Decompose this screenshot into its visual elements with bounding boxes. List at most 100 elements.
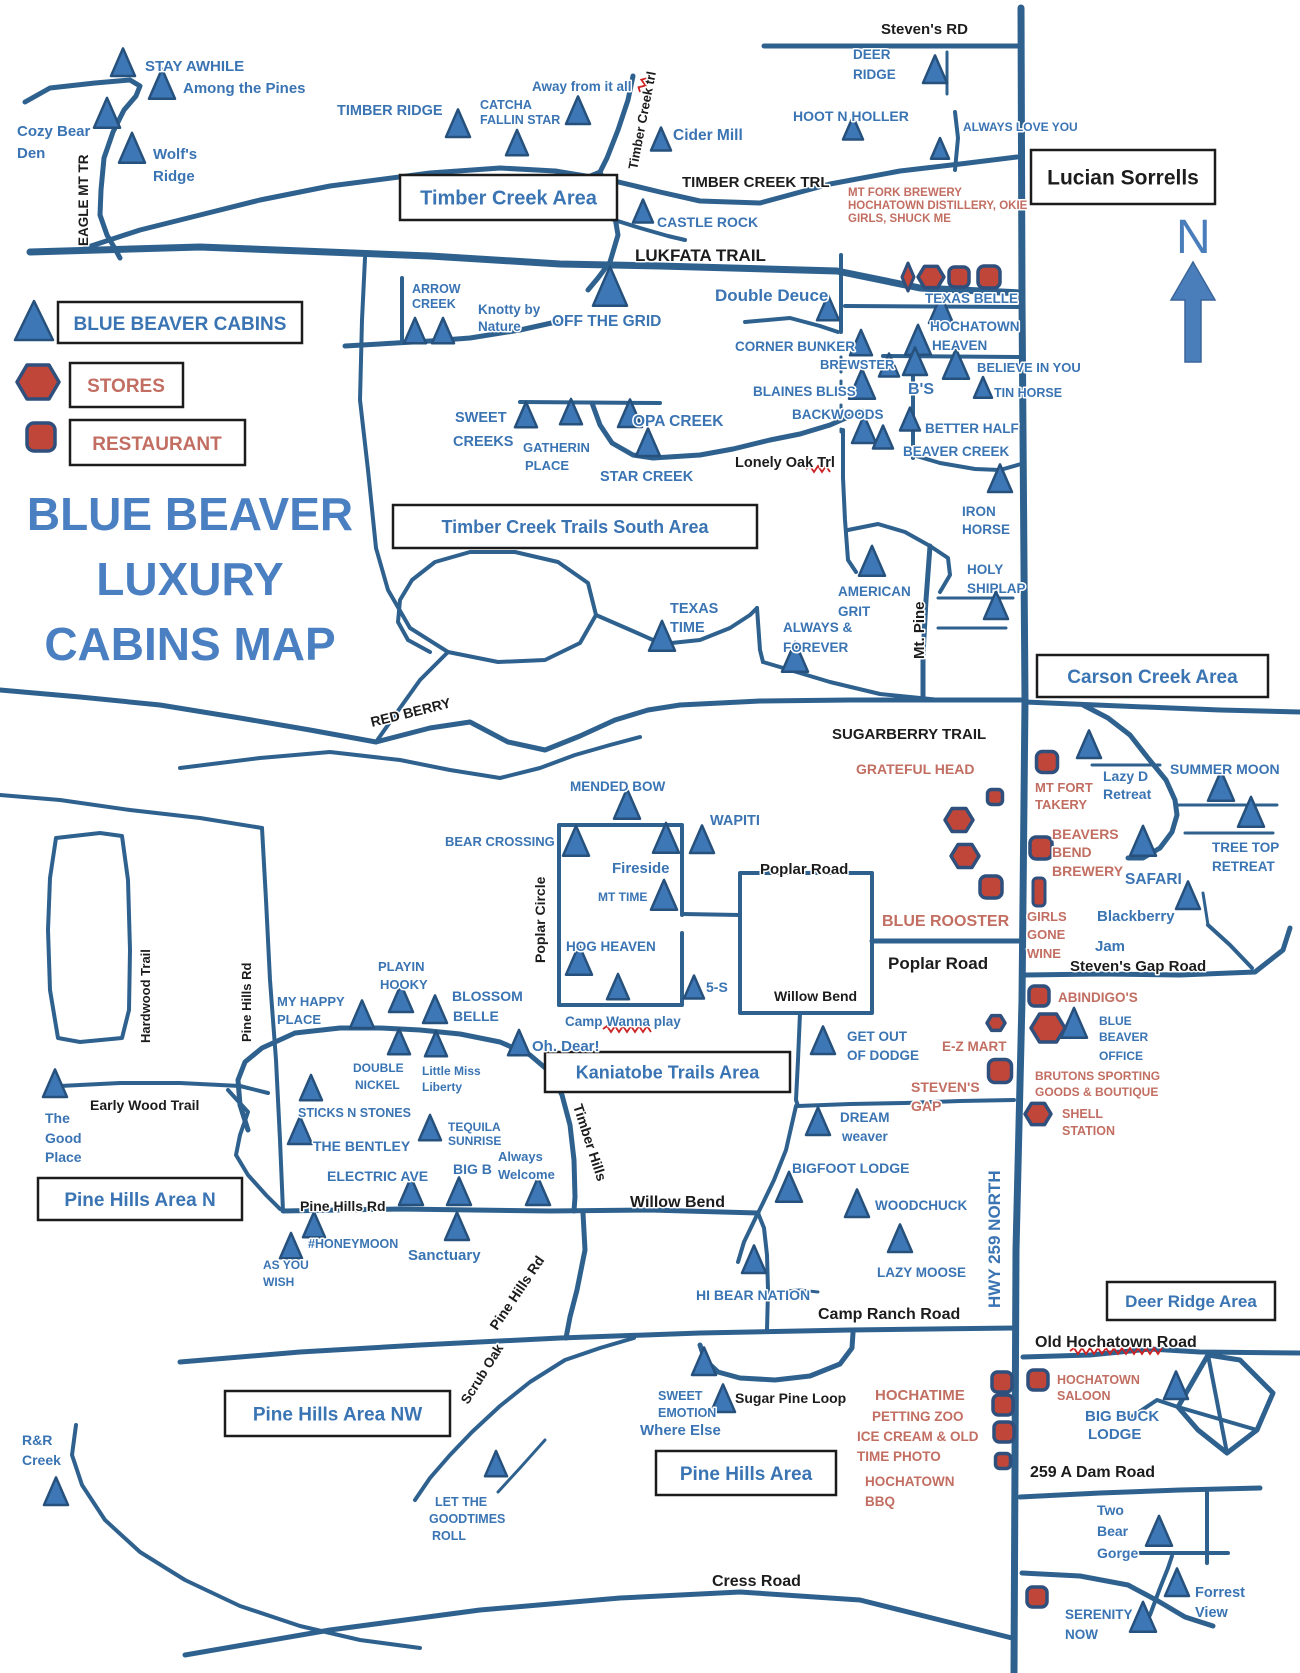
- legend-restaurant-icon: [25, 421, 57, 453]
- road-8: [953, 110, 960, 172]
- area-box-timber-creek-trails-south-area: [391, 503, 759, 550]
- label-willow-bend: Willow Bend: [774, 988, 857, 1004]
- label-r-r: R&R: [22, 1432, 52, 1448]
- label-retreat: RETREAT: [1212, 859, 1276, 874]
- road-67: [1176, 1405, 1259, 1432]
- cabin-marker-69: [886, 1223, 914, 1254]
- cabin-marker-0: [109, 47, 137, 78]
- label-wish: WISH: [263, 1275, 294, 1289]
- label-electric-ave: ELECTRIC AVE: [327, 1168, 428, 1184]
- label-two: Two: [1097, 1502, 1124, 1518]
- restaurant-marker-7: [986, 1057, 1014, 1085]
- label-catcha: CATCHA: [480, 98, 532, 112]
- label-good: Good: [45, 1130, 82, 1146]
- label-steven-s-rd: Steven's RD: [881, 21, 968, 38]
- label-5-s: 5-S: [706, 979, 728, 995]
- road-31: [911, 453, 1023, 472]
- road-49: [756, 1104, 798, 1215]
- road-65: [1175, 1352, 1276, 1456]
- label-timber-creek-trl: TIMBER CREEK TRL: [682, 174, 830, 191]
- cabin-marker-2: [92, 96, 122, 129]
- label-goods-boutique: GOODS & BOUTIQUE: [1035, 1085, 1158, 1099]
- cabin-marker-56: [1059, 1006, 1089, 1039]
- label-pine-hills-rd: Pine Hills Rd: [239, 962, 254, 1042]
- road-14: [594, 606, 759, 646]
- cabin-marker-70: [740, 1244, 768, 1275]
- label-knotty-by: Knotty by: [478, 302, 541, 317]
- cabin-marker-72: [1162, 1370, 1190, 1401]
- label-nickel: NICKEL: [355, 1078, 400, 1092]
- label-castle-rock: CASTLE ROCK: [657, 214, 758, 230]
- road-63: [697, 1330, 856, 1383]
- cabin-marker-57: [298, 1073, 324, 1102]
- label-wolf-s: Wolf's: [153, 146, 197, 163]
- road-78: [1022, 925, 1293, 978]
- restaurant-marker-6: [1027, 984, 1051, 1008]
- cabin-marker-77: [1144, 1514, 1174, 1547]
- label-honeymoon: #HONEYMOON: [308, 1237, 398, 1251]
- label-259-a-dam-road: 259 A Dam Road: [1030, 1464, 1155, 1481]
- cabin-marker-9: [841, 115, 865, 141]
- label-mt-fort: MT FORT: [1035, 780, 1093, 795]
- cabin-marker-11: [631, 198, 655, 224]
- cabin-marker-33: [857, 544, 887, 577]
- cabin-marker-49: [348, 999, 376, 1030]
- label-blossom: BLOSSOM: [452, 988, 523, 1004]
- cabin-marker-48: [682, 974, 706, 1000]
- road-43: [557, 931, 684, 1007]
- legend-restaurant-label: RESTAURANT: [92, 434, 222, 455]
- label-nature: Nature: [478, 319, 521, 334]
- label-gorge: Gorge: [1097, 1545, 1138, 1561]
- label-oh-dear: Oh. Dear!: [532, 1038, 600, 1055]
- label-lazy-d: Lazy D: [1103, 768, 1148, 784]
- label-hochatown: HOCHATOWN: [1057, 1373, 1140, 1387]
- label-stay-awhile: STAY AWHILE: [145, 58, 244, 75]
- cabin-marker-59: [417, 1113, 443, 1142]
- cabin-marker-60: [397, 1176, 425, 1207]
- road-3: [22, 77, 143, 261]
- cabin-marker-63: [301, 1210, 327, 1239]
- restaurant-marker-5: [978, 874, 1004, 900]
- road-37: [928, 544, 952, 594]
- store-marker-5: [1023, 1101, 1053, 1127]
- label-wapiti: WAPITI: [710, 813, 760, 829]
- area-box-label-kaniatobe-trails-area: Kaniatobe Trails Area: [576, 1062, 760, 1082]
- legend-stores-label: STORES: [87, 376, 165, 397]
- legend-store-icon: [15, 363, 61, 401]
- cabin-marker-25: [871, 424, 895, 450]
- label-the-bentley: THE BENTLEY: [313, 1138, 411, 1154]
- label-the: The: [45, 1110, 70, 1126]
- label-view: View: [1195, 1605, 1229, 1621]
- cabin-marker-34: [780, 640, 810, 673]
- road-44: [681, 912, 742, 917]
- label-jam: Jam: [1095, 938, 1125, 955]
- label-lukfata-trail: LUKFATA TRAIL: [635, 246, 766, 265]
- label-star-creek: STAR CREEK: [600, 469, 694, 485]
- cabin-marker-15: [815, 293, 841, 322]
- cabin-marker-14: [430, 316, 456, 345]
- label-liberty: Liberty: [422, 1080, 462, 1094]
- label-hog-heaven: HOG HEAVEN: [566, 939, 656, 954]
- label-always-love-you: ALWAYS LOVE YOU: [963, 120, 1078, 134]
- label-of-dodge: OF DODGE: [847, 1048, 919, 1063]
- label-blackberry: Blackberry: [1097, 908, 1175, 925]
- label-backwoods: BACKWOODS: [792, 407, 884, 422]
- cabin-marker-38: [1236, 795, 1266, 828]
- label-hoot-n-holler: HOOT N HOLLER: [793, 108, 909, 124]
- cabin-marker-24: [850, 414, 878, 445]
- road-45: [738, 871, 874, 1015]
- store-marker-2: [949, 842, 981, 870]
- label-heaven: HEAVEN: [932, 338, 987, 353]
- label-opa-creek: OPA CREEK: [633, 413, 724, 430]
- label-sweet: SWEET: [658, 1389, 703, 1403]
- label-creek: CREEK: [412, 297, 456, 311]
- label-old-hochatown-road: Old Hochatown Road: [1035, 1334, 1197, 1351]
- area-box-label-timber-creek-area: Timber Creek Area: [420, 188, 598, 210]
- map-markers: [41, 47, 1266, 1633]
- cabin-marker-73: [709, 1383, 737, 1414]
- cabin-marker-68: [843, 1188, 871, 1219]
- cabin-marker-18: [848, 328, 874, 357]
- label-playin: PLAYIN: [378, 959, 424, 974]
- label-gatherin: GATHERIN: [523, 440, 590, 455]
- cabin-marker-31: [986, 463, 1014, 494]
